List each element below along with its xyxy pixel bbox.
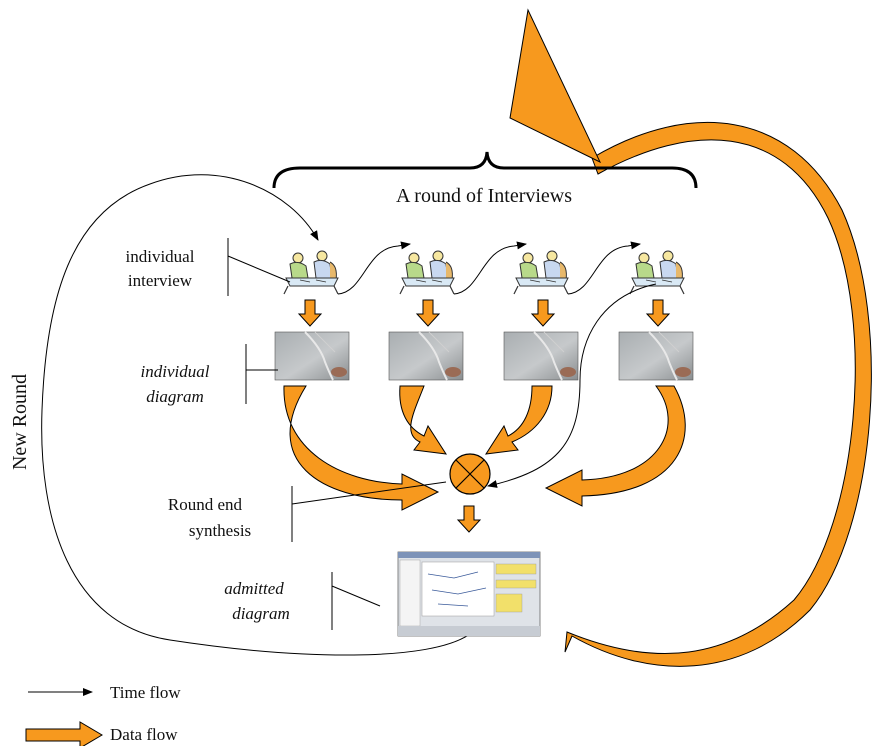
legend-data-flow-arrow bbox=[25, 721, 103, 746]
data-flow-interview-2 bbox=[415, 299, 441, 327]
label-bracket-interview bbox=[227, 238, 291, 296]
label-admitted-diagram-2: diagram bbox=[232, 604, 290, 623]
interview-icon-1 bbox=[283, 250, 339, 295]
label-bracket-synthesis bbox=[291, 481, 447, 542]
label-individual-interview-1: individual bbox=[126, 247, 195, 266]
new-round-time-flow bbox=[41, 174, 471, 656]
new-round-label: New Round bbox=[9, 374, 31, 470]
label-bracket-individual-diagram bbox=[245, 344, 278, 404]
legend: Time flow Data flow bbox=[25, 683, 181, 746]
label-bracket-admitted bbox=[331, 572, 381, 630]
label-round-end-1: Round end bbox=[168, 495, 243, 514]
individual-diagram-2 bbox=[388, 331, 464, 381]
data-flow-return-arc bbox=[564, 122, 872, 667]
round-label: A round of Interviews bbox=[396, 185, 572, 207]
data-flow-synthesis bbox=[456, 505, 482, 533]
data-flow-interview-4 bbox=[645, 299, 671, 327]
interview-icon-2 bbox=[399, 250, 455, 295]
legend-data-flow-label: Data flow bbox=[110, 725, 178, 744]
label-round-end-2: synthesis bbox=[189, 521, 251, 540]
label-individual-diagram-2: diagram bbox=[146, 387, 204, 406]
admitted-diagram-screenshot bbox=[397, 551, 541, 637]
individual-diagram-3 bbox=[503, 331, 579, 381]
interview-icon-3 bbox=[513, 250, 569, 295]
data-flow-diagram-2 bbox=[399, 385, 447, 455]
time-flow-2-3 bbox=[453, 241, 527, 295]
data-flow-diagram-4 bbox=[544, 385, 686, 507]
synthesis-node bbox=[449, 453, 491, 495]
round-brace bbox=[272, 151, 698, 189]
individual-diagram-4 bbox=[618, 331, 694, 381]
label-individual-interview-2: interview bbox=[128, 271, 193, 290]
data-flow-return-arrowhead bbox=[509, 8, 602, 164]
legend-time-flow-label: Time flow bbox=[110, 683, 181, 702]
data-flow-diagram-3 bbox=[485, 385, 553, 455]
data-flow-diagram-1 bbox=[283, 385, 440, 511]
time-flow-3-4 bbox=[567, 241, 641, 295]
interview-icon-4 bbox=[629, 250, 685, 295]
label-individual-diagram-1: individual bbox=[141, 362, 210, 381]
individual-diagram-1 bbox=[274, 331, 350, 381]
data-flow-interview-3 bbox=[530, 299, 556, 327]
label-admitted-diagram-1: admitted bbox=[224, 579, 284, 598]
data-flow-interview-1 bbox=[297, 299, 323, 327]
time-flow-4-synthesis bbox=[487, 283, 657, 488]
time-flow-1-2 bbox=[337, 241, 411, 295]
